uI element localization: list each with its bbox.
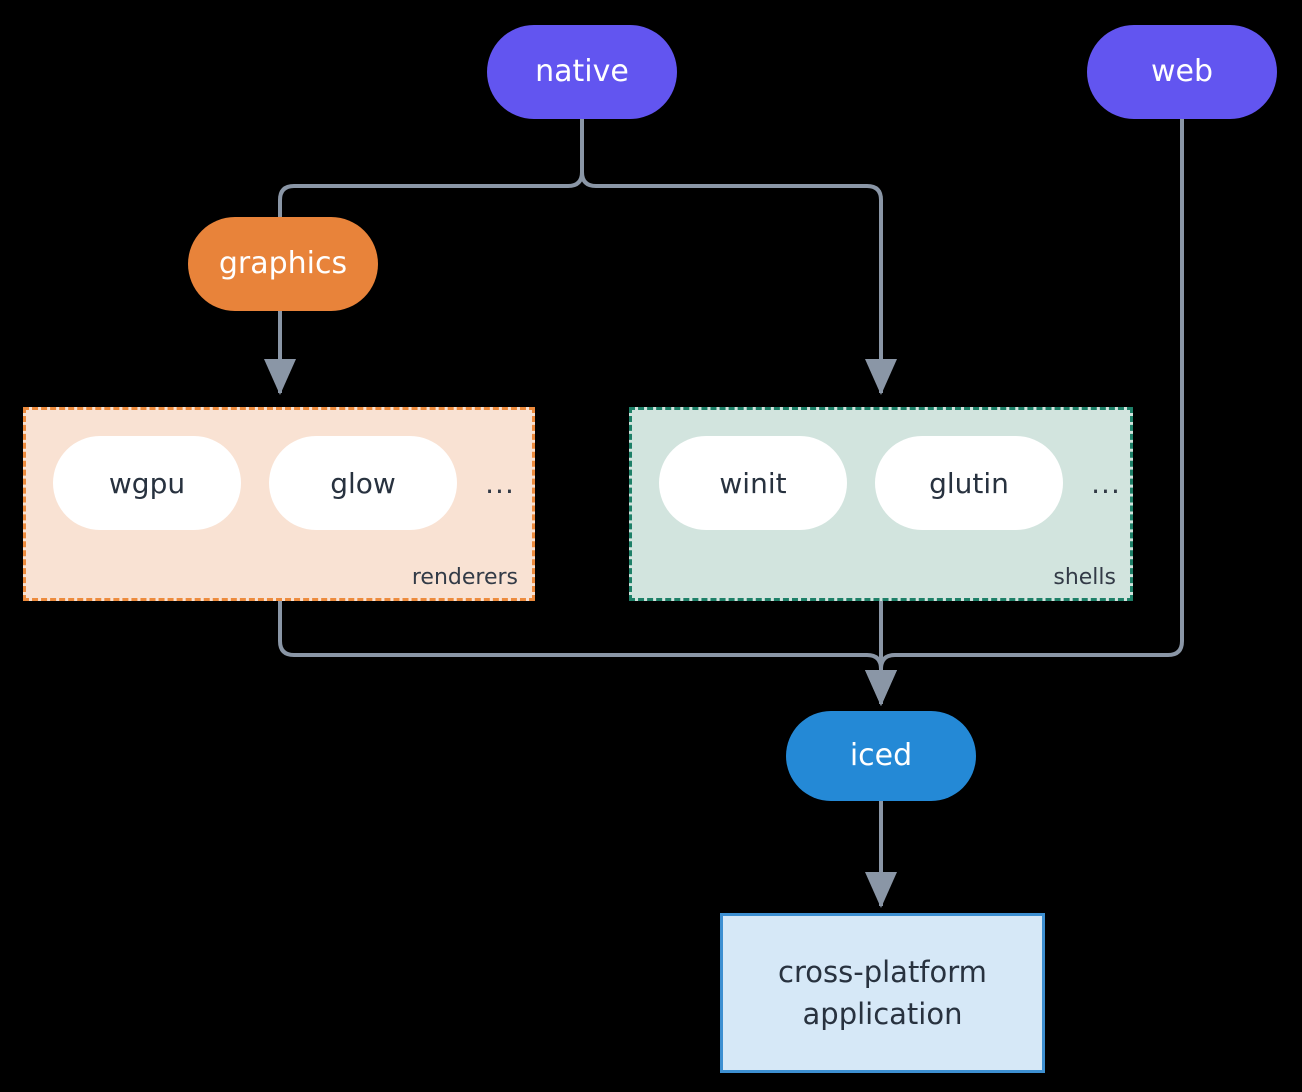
node-web-label: web: [1150, 54, 1214, 90]
cluster-shells: winit glutin ... shells: [629, 407, 1133, 601]
node-cross-platform-application[interactable]: cross-platform application: [720, 913, 1045, 1073]
node-graphics[interactable]: graphics: [188, 217, 378, 311]
node-wgpu[interactable]: wgpu: [53, 436, 241, 530]
shells-ellipsis: ...: [1091, 466, 1121, 500]
node-native-label: native: [535, 54, 629, 90]
edge-web-to-iced: [865, 119, 1184, 706]
node-glow[interactable]: glow: [269, 436, 457, 530]
cluster-renderers-label: renderers: [411, 565, 518, 590]
node-winit[interactable]: winit: [659, 436, 847, 530]
node-glutin[interactable]: glutin: [875, 436, 1063, 530]
node-wgpu-label: wgpu: [108, 466, 186, 500]
application-label-line1: cross-platform: [778, 954, 987, 989]
node-web[interactable]: web: [1087, 25, 1277, 119]
node-glow-label: glow: [330, 466, 396, 500]
node-glutin-label: glutin: [929, 466, 1009, 500]
cluster-shells-label: shells: [1053, 565, 1116, 590]
node-graphics-label: graphics: [218, 246, 348, 282]
node-native[interactable]: native: [487, 25, 677, 119]
cluster-renderers: wgpu glow ... renderers: [23, 407, 535, 601]
edge-renderers-to-iced: [278, 601, 897, 706]
node-winit-label: winit: [719, 466, 787, 500]
renderers-ellipsis: ...: [485, 466, 515, 500]
application-label-line2: application: [802, 997, 963, 1031]
node-iced[interactable]: iced: [786, 711, 976, 801]
node-iced-label: iced: [849, 738, 913, 774]
edge-native-to-shells: [580, 119, 897, 395]
